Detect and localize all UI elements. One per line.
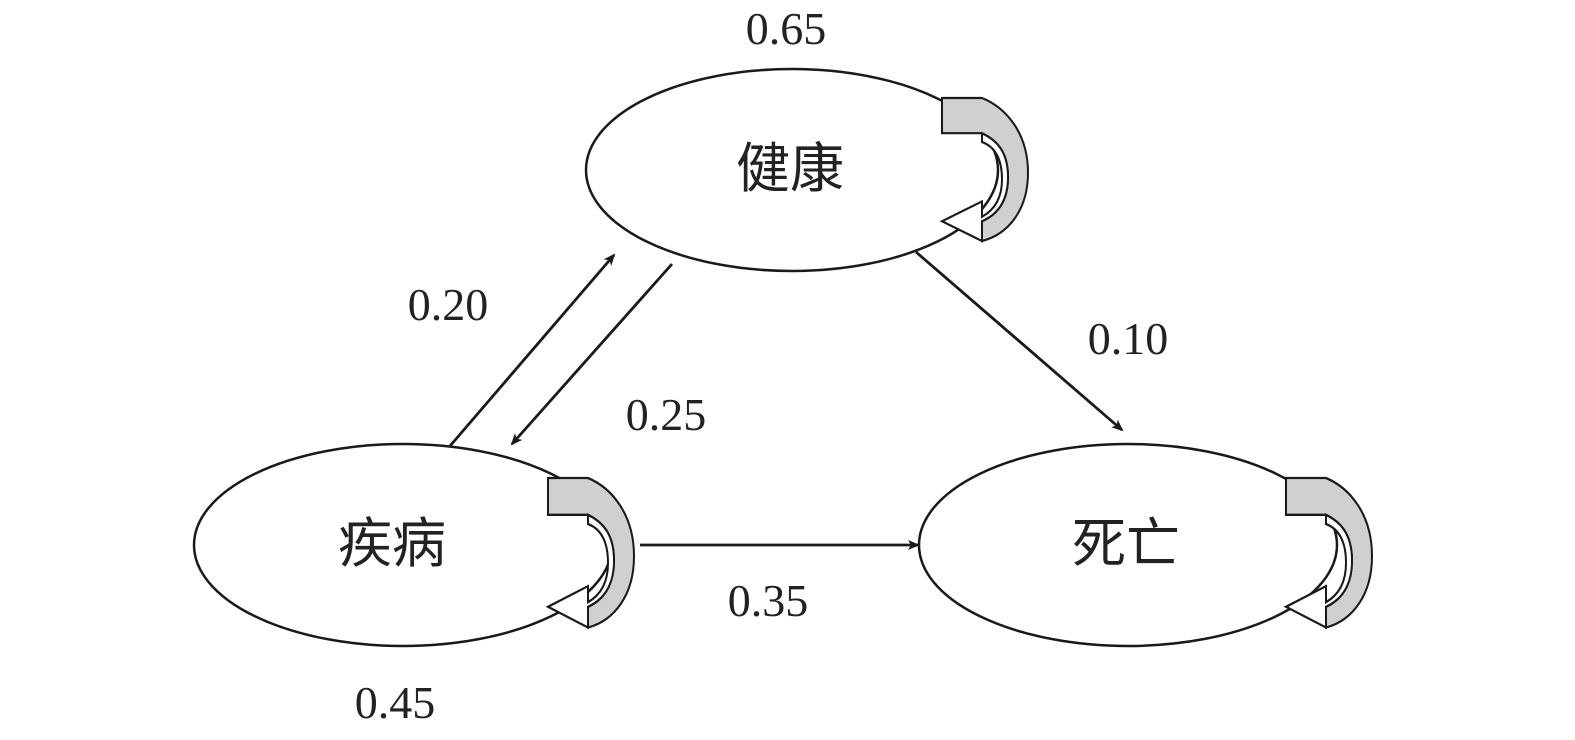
edge-healthy-to-disease bbox=[510, 263, 674, 446]
prob-healthy-to-healthy: 0.65 bbox=[746, 3, 827, 54]
prob-healthy-to-disease: 0.25 bbox=[626, 389, 707, 440]
edge-disease-to-healthy bbox=[448, 253, 616, 447]
prob-disease-to-disease: 0.45 bbox=[355, 677, 436, 728]
prob-healthy-to-death: 0.10 bbox=[1088, 313, 1169, 364]
state-node-death bbox=[917, 442, 1339, 648]
state-label-healthy: 健康 bbox=[736, 137, 844, 200]
state-node-healthy bbox=[584, 67, 1000, 273]
state-label-disease: 疾病 bbox=[338, 512, 446, 575]
prob-disease-to-healthy: 0.20 bbox=[408, 279, 489, 330]
state-label-death: 死亡 bbox=[1072, 512, 1180, 575]
edge-healthy-to-death bbox=[915, 250, 1124, 432]
prob-disease-to-death: 0.35 bbox=[728, 575, 809, 626]
